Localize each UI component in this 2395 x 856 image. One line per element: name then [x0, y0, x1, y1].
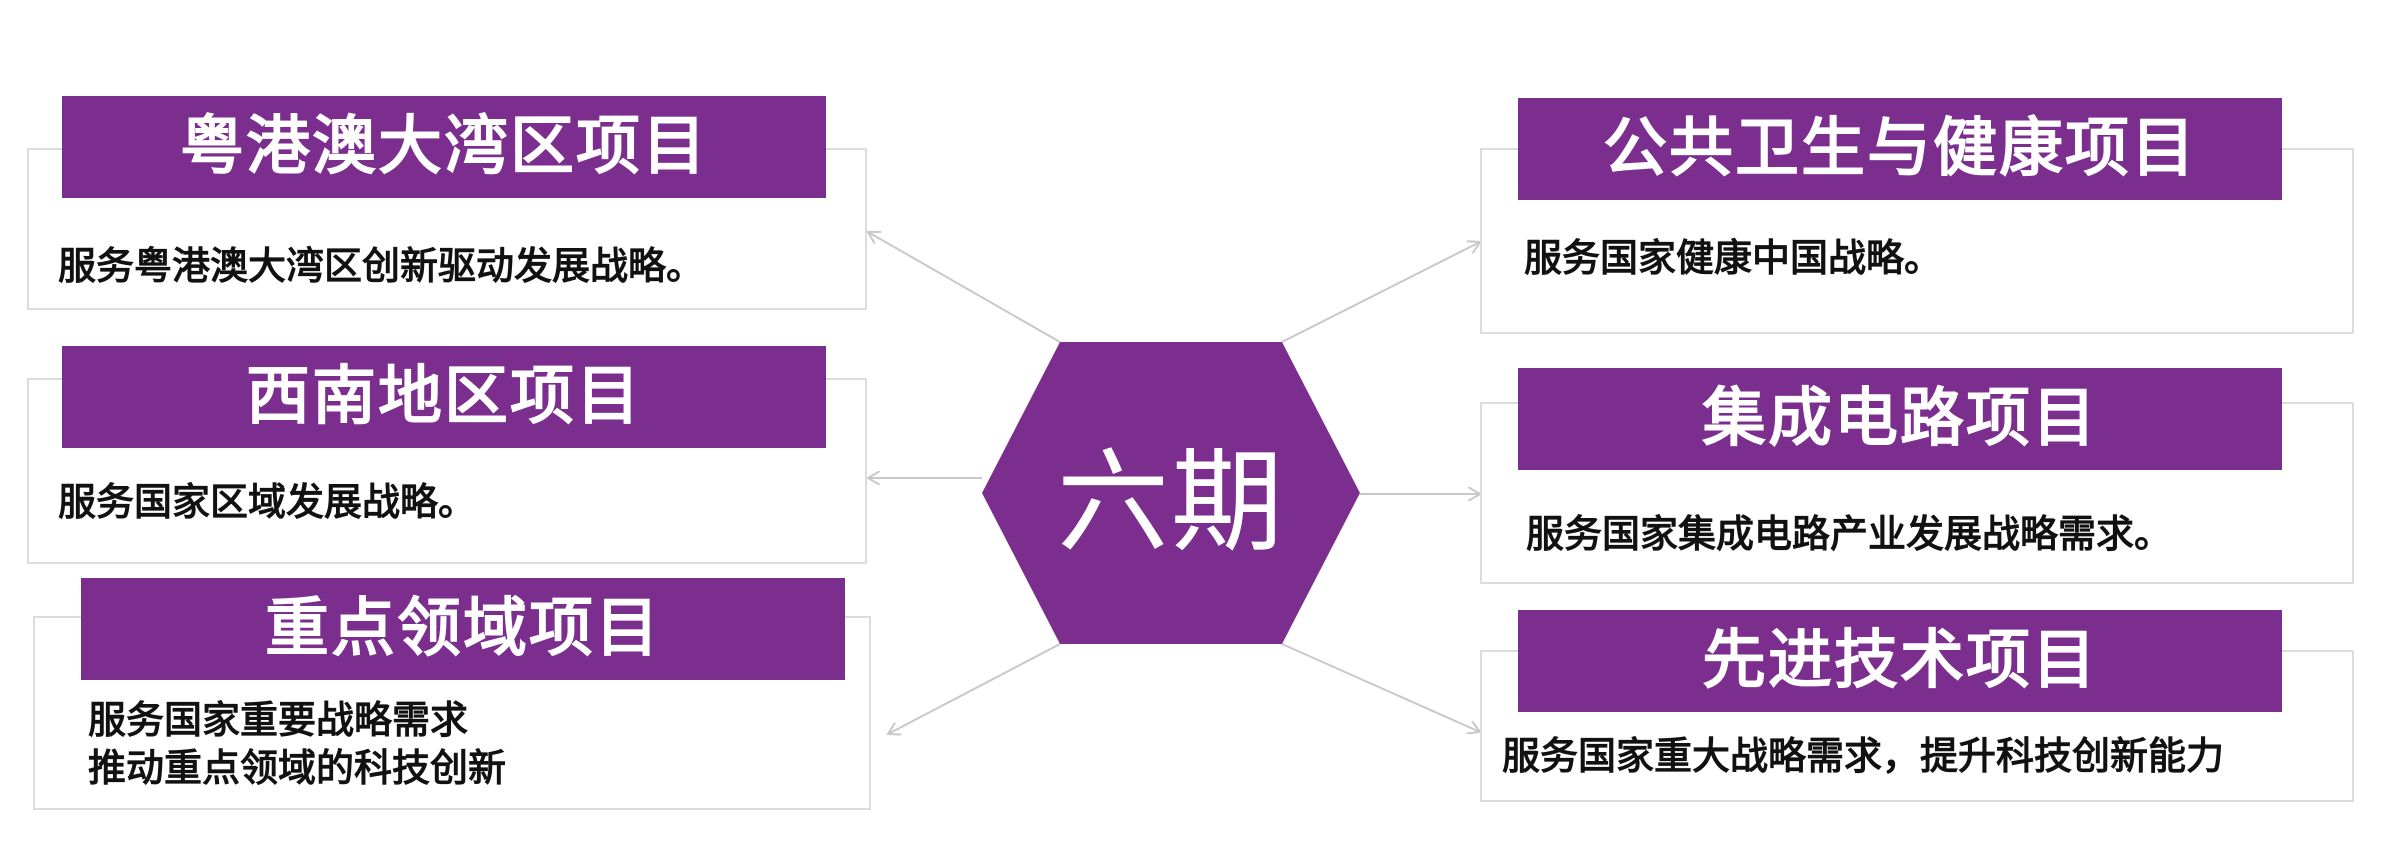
- connector-arrow-public-health: [1281, 242, 1480, 343]
- project-title-guangdong: 粤港澳大湾区项目: [62, 96, 826, 198]
- project-title-public-health: 公共卫生与健康项目: [1518, 98, 2282, 200]
- project-desc-key-fields-line2: 推动重点领域的科技创新: [88, 746, 507, 790]
- project-desc-guangdong: 服务粤港澳大湾区创新驱动发展战略。: [58, 244, 705, 288]
- connector-arrow-advanced-tech: [1281, 643, 1480, 732]
- connector-arrow-key-fields: [888, 643, 1061, 734]
- project-desc-ic: 服务国家集成电路产业发展战略需求。: [1526, 512, 2173, 556]
- project-desc-advanced-tech: 服务国家重大战略需求，提升科技创新能力: [1502, 734, 2225, 778]
- project-title-ic: 集成电路项目: [1518, 368, 2282, 470]
- project-desc-key-fields-line1: 服务国家重要战略需求: [88, 698, 469, 742]
- project-title-key-fields: 重点领域项目: [81, 578, 845, 680]
- project-title-southwest: 西南地区项目: [62, 346, 826, 448]
- connector-arrow-guangdong: [868, 232, 1061, 343]
- center-hexagon: [982, 342, 1360, 644]
- center-label: 六期: [1057, 438, 1285, 568]
- project-title-advanced-tech: 先进技术项目: [1518, 610, 2282, 712]
- project-desc-southwest: 服务国家区域发展战略。: [58, 480, 477, 524]
- project-desc-public-health: 服务国家健康中国战略。: [1524, 236, 1943, 280]
